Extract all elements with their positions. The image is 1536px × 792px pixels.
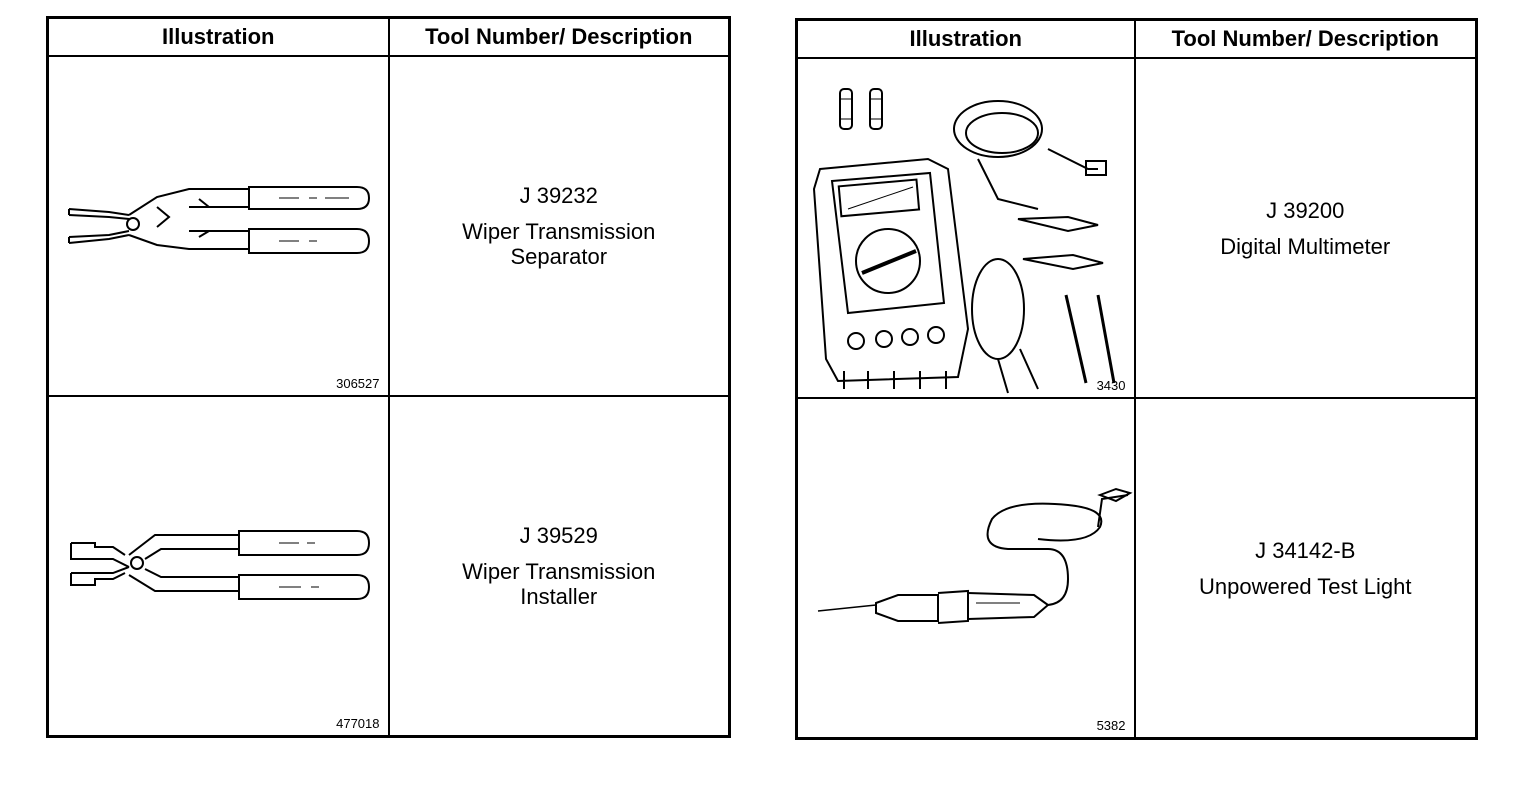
test-light-icon	[817, 487, 1133, 624]
illustration-cell: 477018	[46, 395, 390, 738]
tool-table-right: Illustration Tool Number/ Description	[795, 18, 1478, 740]
pliers-installer-icon	[70, 530, 371, 600]
table-row: 477018 J 39529 Wiper Transmission Instal…	[46, 395, 731, 738]
table-row: 3430 J 39200 Digital Multimeter	[795, 57, 1478, 399]
header-tool-number: Tool Number/ Description	[1133, 18, 1478, 59]
table-row: 5382 J 34142-B Unpowered Test Light	[795, 397, 1478, 740]
tool-description: Wiper Transmission Installer	[462, 559, 656, 609]
tool-description: Digital Multimeter	[1220, 233, 1391, 259]
tool-number: J 39232	[519, 183, 598, 208]
digital-multimeter-icon	[812, 88, 1116, 394]
header-tool-number: Tool Number/ Description	[387, 16, 731, 57]
illustration-cell: 3430	[795, 57, 1136, 399]
figure-code: 477018	[336, 716, 380, 731]
figure-code: 5382	[1096, 718, 1126, 733]
pliers-separator-icon	[68, 186, 371, 254]
tool-description-cell: J 34142-B Unpowered Test Light	[1133, 397, 1478, 740]
figure-code: 306527	[336, 376, 380, 391]
tool-description: Unpowered Test Light	[1199, 573, 1412, 599]
figure-code: 3430	[1096, 378, 1126, 393]
tool-number: J 39200	[1266, 197, 1345, 223]
tool-table-left: Illustration Tool Number/ Description	[46, 16, 731, 738]
tool-description-cell: J 39232 Wiper Transmission Separator	[387, 55, 731, 397]
illustration-cell: 5382	[795, 397, 1136, 740]
header-illustration: Illustration	[46, 16, 390, 57]
tool-description: Wiper Transmission Separator	[462, 219, 656, 269]
table-row: 306527 J 39232 Wiper Transmission Separa…	[46, 55, 731, 397]
illustration-cell: 306527	[46, 55, 390, 397]
tool-description-cell: J 39529 Wiper Transmission Installer	[387, 395, 731, 738]
tool-number: J 39529	[519, 523, 598, 548]
tool-number: J 34142-B	[1255, 537, 1356, 563]
header-illustration: Illustration	[795, 18, 1136, 59]
tool-description-cell: J 39200 Digital Multimeter	[1133, 57, 1478, 399]
